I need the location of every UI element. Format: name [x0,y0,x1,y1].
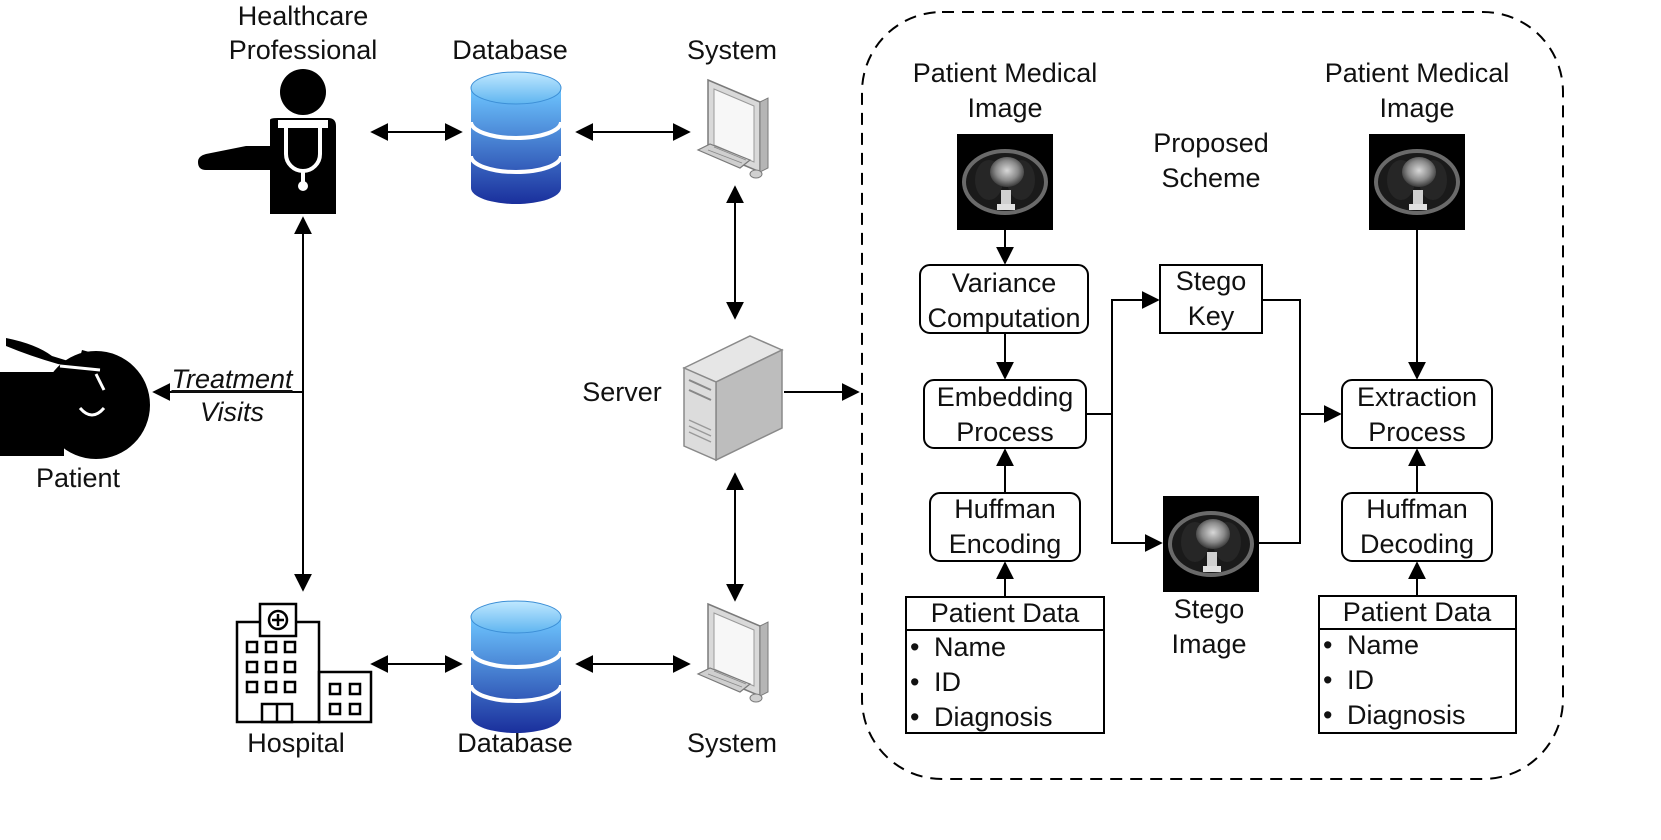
huffman-enc-label: Huffman [954,494,1056,524]
stego-key-label-2: Key [1188,301,1235,331]
patient-icon [0,338,150,459]
output-image-label-2: Image [1379,93,1454,123]
computer-icon-top [697,79,769,179]
huffman-enc-label-2: Encoding [949,529,1062,559]
scheme-title-2: Scheme [1161,163,1260,193]
patient-data-right-item: ID [1347,665,1374,695]
huffman-dec-label: Huffman [1366,494,1468,524]
scheme-title: Proposed [1153,128,1269,158]
svg-text:•: • [910,632,919,662]
database-icon-top [469,70,563,206]
system-top-label: System [687,35,777,65]
computer-icon-bottom [697,603,769,703]
arrow-embedding-stegoimage [1111,414,1163,552]
database-top-label: Database [452,35,568,65]
huffman-dec-label-2: Decoding [1360,529,1474,559]
visits-label: Visits [200,397,264,427]
healthcare-professional-label: Healthcare [238,1,369,31]
database-icon-bottom [469,599,563,735]
input-image-label-2: Image [967,93,1042,123]
stego-image-label: Stego [1174,594,1245,624]
output-image-label: Patient Medical [1325,58,1510,88]
input-ct-image [957,134,1053,230]
extraction-label: Extraction [1357,382,1477,412]
treatment-label: Treatment [171,364,294,394]
patient-data-left-item: Diagnosis [934,702,1053,732]
svg-text:•: • [1323,630,1332,660]
arrow-to-extraction [1259,405,1342,544]
hospital-icon [235,602,373,724]
patient-data-right-item: Name [1347,630,1419,660]
server-label: Server [582,377,662,407]
healthcare-professional-label-2: Professional [229,35,378,65]
patient-data-left-title: Patient Data [931,598,1081,628]
patient-label: Patient [36,463,121,493]
patient-data-left-table: Patient Data • Name • ID • Diagnosis [905,596,1105,734]
svg-text:•: • [1323,700,1332,730]
system-bottom-label: System [687,728,777,758]
patient-data-left-item: ID [934,667,961,697]
embedding-label: Embedding [937,382,1074,412]
stego-key-label: Stego [1176,266,1247,296]
extraction-label-2: Process [1368,417,1466,447]
output-ct-image [1369,134,1465,230]
svg-text:•: • [910,702,919,732]
server-icon [682,335,784,462]
patient-data-right-table: Patient Data • Name • ID • Diagnosis [1318,595,1517,734]
patient-data-right-item: Diagnosis [1347,700,1466,730]
svg-text:•: • [910,667,919,697]
stego-image-label-2: Image [1171,629,1246,659]
variance-label: Variance [952,268,1057,298]
database-bottom-label: Database [457,728,573,758]
patient-data-right-title: Patient Data [1343,597,1493,627]
patient-data-left-item: Name [934,632,1006,662]
embedding-label-2: Process [956,417,1054,447]
line-stegokey [1262,299,1301,414]
arrow-embedding-stegokey [1086,291,1160,415]
proposed-scheme-container [861,11,1564,780]
input-image-label: Patient Medical [913,58,1098,88]
hospital-label: Hospital [247,728,345,758]
doctor-icon [198,69,336,214]
variance-label-2: Computation [927,303,1080,333]
stego-ct-image [1163,496,1259,592]
stego-key-box [1159,264,1263,334]
extraction-process-box [1341,379,1493,449]
svg-text:•: • [1323,665,1332,695]
